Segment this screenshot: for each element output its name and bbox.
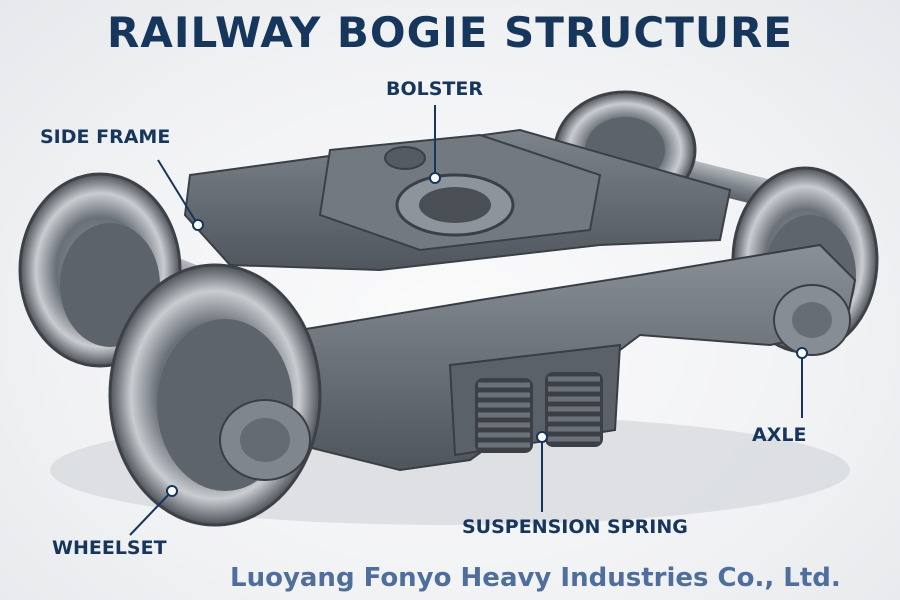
suspension-springs (475, 372, 603, 453)
spring-coil-left (478, 382, 530, 448)
company-footer: Luoyang Fonyo Heavy Industries Co., Ltd. (230, 563, 841, 593)
label-bolster: BOLSTER (386, 78, 483, 100)
label-wheelset: WHEELSET (52, 537, 167, 559)
label-suspension-spring: SUSPENSION SPRING (462, 516, 688, 538)
wheelset-leader (129, 490, 173, 536)
bolster-frame (183, 128, 732, 272)
label-axle: AXLE (752, 424, 807, 446)
label-side-frame: SIDE FRAME (40, 126, 171, 148)
front-right-wheelset-wheel (108, 263, 322, 527)
diagram-title: RAILWAY BOGIE STRUCTURE (106, 8, 794, 57)
spring-coil-right (548, 376, 600, 442)
side-frame-leader (157, 159, 199, 226)
leader-lines (129, 105, 808, 536)
